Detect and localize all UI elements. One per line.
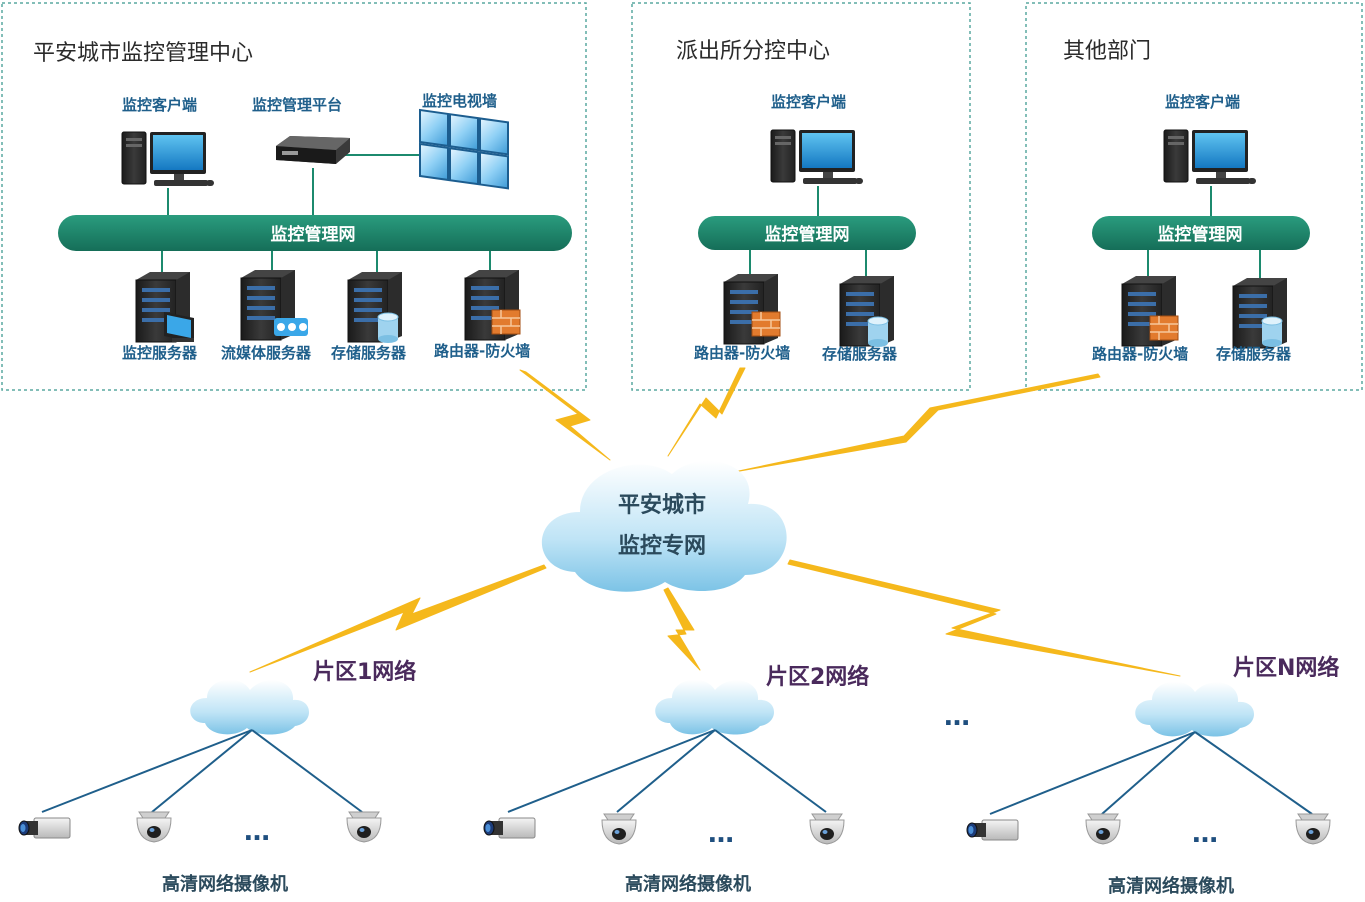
camera-label-1: 高清网络摄像机: [162, 873, 288, 895]
monitor-icon: [164, 312, 194, 342]
network-label-station: 监控管理网: [765, 224, 850, 245]
box-title-other: 其他部门: [1063, 39, 1151, 64]
network-label-other: 监控管理网: [1158, 224, 1243, 245]
server-label-station-firewall: 路由器-防火墙: [694, 344, 790, 362]
server-label-other-storage: 存储服务器: [1216, 345, 1292, 363]
pc-icon: [121, 131, 215, 187]
zone-label-n: 片区N网络: [1233, 655, 1339, 681]
lightning-bolt-icon: [733, 373, 1101, 473]
nvr-icon: [276, 136, 350, 164]
camera-ellipsis: …: [708, 819, 734, 849]
dome-camera-icon: [809, 813, 845, 845]
zone-ellipsis: …: [944, 702, 970, 732]
server-label-firewall: 路由器-防火墙: [434, 342, 530, 360]
zone-label-1: 片区1网络: [313, 659, 416, 685]
camera-ellipsis: …: [244, 817, 270, 847]
dome-camera-icon: [1085, 813, 1121, 845]
server-label-storage: 存储服务器: [331, 344, 407, 362]
cloud-icon: [1135, 681, 1255, 737]
zone-label-2: 片区2网络: [766, 664, 869, 690]
box-camera-icon: [18, 817, 71, 839]
camera-label-n: 高清网络摄像机: [1108, 875, 1234, 897]
client-label-center: 监控客户端: [122, 96, 197, 114]
dome-camera-icon: [601, 813, 637, 845]
platform-label: 监控管理平台: [252, 96, 342, 114]
network-bar-other: [1092, 216, 1310, 250]
client-label-station: 监控客户端: [771, 93, 846, 111]
lightning-bolt-icon: [249, 564, 547, 673]
box-title-station: 派出所分控中心: [676, 39, 830, 64]
network-bar-center: [58, 215, 572, 251]
dome-camera-icon: [136, 811, 172, 843]
box-title-center: 平安城市监控管理中心: [33, 41, 253, 66]
server-label-monitor: 监控服务器: [122, 344, 198, 362]
camera-label-2: 高清网络摄像机: [625, 873, 751, 895]
core-cloud-line2: 监控专网: [618, 533, 706, 559]
lightning-bolt-icon: [787, 559, 1181, 677]
other-dept-box: [1025, 2, 1363, 391]
box-camera-icon: [483, 817, 536, 839]
management-center-box: [1, 2, 587, 391]
client-label-other: 监控客户端: [1165, 93, 1240, 111]
media-icon: [274, 318, 308, 336]
firewall-icon: [1149, 315, 1179, 341]
camera-ellipsis: …: [1192, 819, 1218, 849]
network-bar-station: [698, 216, 916, 250]
lightning-bolt-icon: [663, 587, 701, 671]
storage-icon: [867, 316, 889, 348]
lightning-bolt-icon: [519, 369, 611, 461]
core-cloud-line1: 平安城市: [618, 492, 706, 518]
cloud-icon: [655, 679, 775, 735]
storage-icon: [377, 312, 399, 344]
server-label-other-firewall: 路由器-防火墙: [1092, 345, 1188, 363]
server-label-station-storage: 存储服务器: [822, 345, 898, 363]
network-label-center: 监控管理网: [271, 224, 356, 245]
firewall-icon: [491, 309, 521, 335]
cloud-icon: [190, 679, 310, 735]
dome-camera-icon: [1295, 813, 1331, 845]
tvwall-label: 监控电视墙: [422, 92, 497, 110]
pc-icon: [1163, 129, 1257, 185]
dome-camera-icon: [346, 811, 382, 843]
pc-icon: [770, 129, 864, 185]
firewall-icon: [751, 311, 781, 337]
tv-wall-icon: [419, 108, 509, 190]
server-label-media: 流媒体服务器: [221, 344, 312, 362]
cloud-icon: [541, 460, 787, 592]
police-station-box: [631, 2, 971, 391]
lightning-bolt-icon: [667, 367, 746, 457]
box-camera-icon: [966, 819, 1019, 841]
storage-icon: [1261, 316, 1283, 348]
